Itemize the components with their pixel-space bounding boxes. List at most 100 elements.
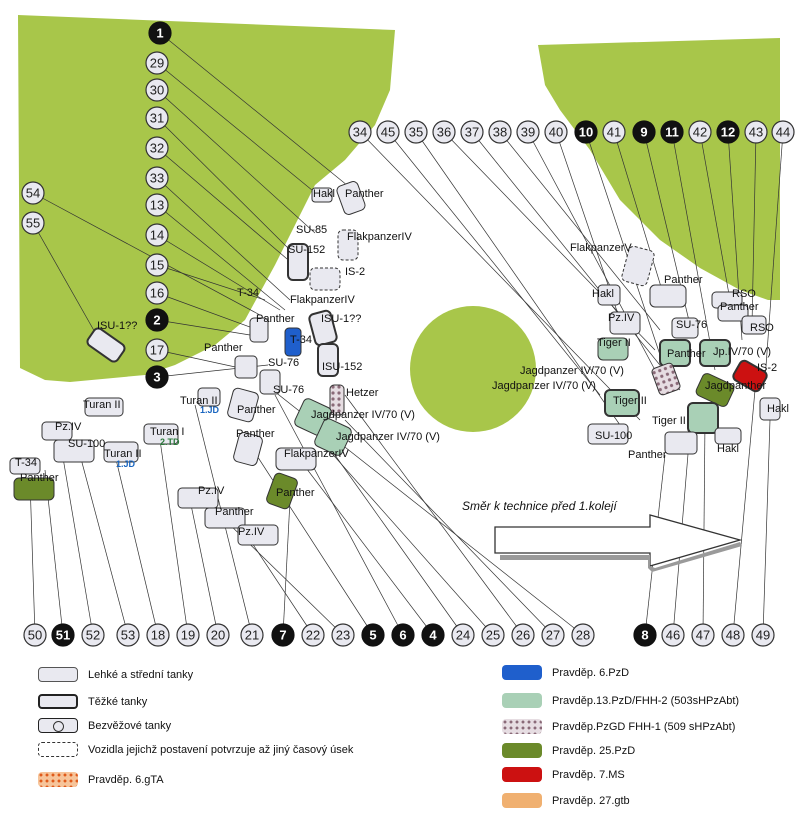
marker-1: 1	[148, 21, 172, 45]
marker-circle	[633, 623, 657, 647]
marker-circle	[301, 623, 325, 647]
marker-16: 16	[145, 281, 169, 305]
marker-27: 27	[541, 623, 565, 647]
legend-item: Pravděp.13.PzD/FHH-2 (503sHPzAbt)	[502, 693, 739, 708]
legend-label: Pravděp. 6.PzD	[552, 666, 630, 679]
marker-number: 47	[696, 628, 710, 643]
vehicle-label: SU-76	[676, 319, 707, 331]
marker-number: 13	[150, 198, 164, 213]
marker-circle	[691, 623, 715, 647]
marker-circle	[432, 120, 456, 144]
legend-item: Lehké a střední tanky	[38, 667, 193, 682]
vehicle-label: Panther	[204, 342, 243, 354]
legend-swatch	[38, 718, 78, 733]
marker-number: 12	[721, 125, 735, 140]
marker-circle	[145, 308, 169, 332]
vehicle-label: Panther	[628, 449, 667, 461]
marker-51: 51	[51, 623, 75, 647]
vehicle-label: Turan I	[150, 426, 184, 438]
vehicle-label: Panther	[256, 313, 295, 325]
legend-label: Lehké a střední tanky	[88, 668, 194, 681]
vehicle-label: Hakl	[313, 188, 335, 200]
marker-circle	[632, 120, 656, 144]
marker-circle	[116, 623, 140, 647]
marker-9: 9	[632, 120, 656, 144]
leader-lines	[29, 32, 784, 636]
vehicle-label: Pz.IV	[198, 485, 225, 497]
marker-number: 1	[156, 26, 163, 41]
unit-tag: 1.JD	[116, 459, 136, 469]
marker-48: 48	[721, 623, 745, 647]
marker-5: 5	[361, 623, 385, 647]
vehicle-label: Tiger II	[652, 415, 686, 427]
marker-number: 10	[579, 125, 593, 140]
marker-circle	[145, 193, 169, 217]
marker-number: 5	[369, 628, 376, 643]
marker-30: 30	[145, 78, 169, 102]
marker-circle	[331, 623, 355, 647]
marker-43: 43	[744, 120, 768, 144]
legend-label: Vozidla jejichž postavení potvrzuje až j…	[88, 743, 354, 756]
legend-item: Pravděp. 6.PzD	[502, 665, 629, 680]
legend-swatch	[502, 665, 542, 680]
marker-number: 8	[641, 628, 648, 643]
vehicle-label: T-34	[15, 457, 37, 469]
legend-label: Pravděp. 7.MS	[552, 768, 625, 781]
marker-circle	[348, 120, 372, 144]
vehicle-label: Panther	[345, 188, 384, 200]
marker-number: 37	[465, 125, 479, 140]
marker-13: 13	[145, 193, 169, 217]
legend-swatch	[38, 742, 78, 757]
marker-29: 29	[145, 51, 169, 75]
vehicle-label: Jagdpanzer IV/70 (V)	[311, 409, 415, 421]
legend-item: Pravděp. 6.gTA	[38, 772, 164, 787]
marker-number: 24	[456, 628, 470, 643]
vehicle-label: T-34	[237, 287, 259, 299]
marker-number: 16	[150, 286, 164, 301]
marker-circle	[511, 623, 535, 647]
marker-17: 17	[145, 338, 169, 362]
marker-number: 15	[150, 258, 164, 273]
marker-47: 47	[691, 623, 715, 647]
marker-49: 49	[751, 623, 775, 647]
marker-circle	[541, 623, 565, 647]
vehicle-label: ISU-152	[322, 361, 362, 373]
vehicle-label: Turan II	[83, 399, 121, 411]
marker-number: 18	[151, 628, 165, 643]
vehicle-label: Hakl	[592, 288, 614, 300]
marker-circle	[391, 623, 415, 647]
marker-number: 19	[181, 628, 195, 643]
legend-swatch	[502, 793, 542, 808]
marker-circle	[516, 120, 540, 144]
marker-20: 20	[206, 623, 230, 647]
marker-circle	[145, 223, 169, 247]
marker-number: 39	[521, 125, 535, 140]
marker-number: 34	[353, 125, 367, 140]
vehicle-label: Pz.IV	[55, 421, 82, 433]
marker-number: 46	[666, 628, 680, 643]
marker-number: 50	[28, 628, 42, 643]
marker-3: 3	[145, 365, 169, 389]
vehicle-label: ISU-1??	[97, 320, 137, 332]
marker-19: 19	[176, 623, 200, 647]
marker-number: 55	[26, 216, 40, 231]
marker-number: 3	[153, 370, 160, 385]
marker-circle	[271, 623, 295, 647]
marker-circle	[361, 623, 385, 647]
marker-18: 18	[146, 623, 170, 647]
marker-number: 31	[150, 111, 164, 126]
marker-number: 44	[776, 125, 790, 140]
marker-50: 50	[23, 623, 47, 647]
legend-swatch	[38, 772, 78, 787]
marker-41: 41	[602, 120, 626, 144]
marker-25: 25	[481, 623, 505, 647]
marker-21: 21	[240, 623, 264, 647]
vehicle-label: Panther	[237, 404, 276, 416]
marker-number: 48	[726, 628, 740, 643]
marker-number: 45	[381, 125, 395, 140]
marker-number: 29	[150, 56, 164, 71]
marker-number: 4	[429, 628, 437, 643]
vehicle-label: SU-76	[268, 357, 299, 369]
marker-36: 36	[432, 120, 456, 144]
